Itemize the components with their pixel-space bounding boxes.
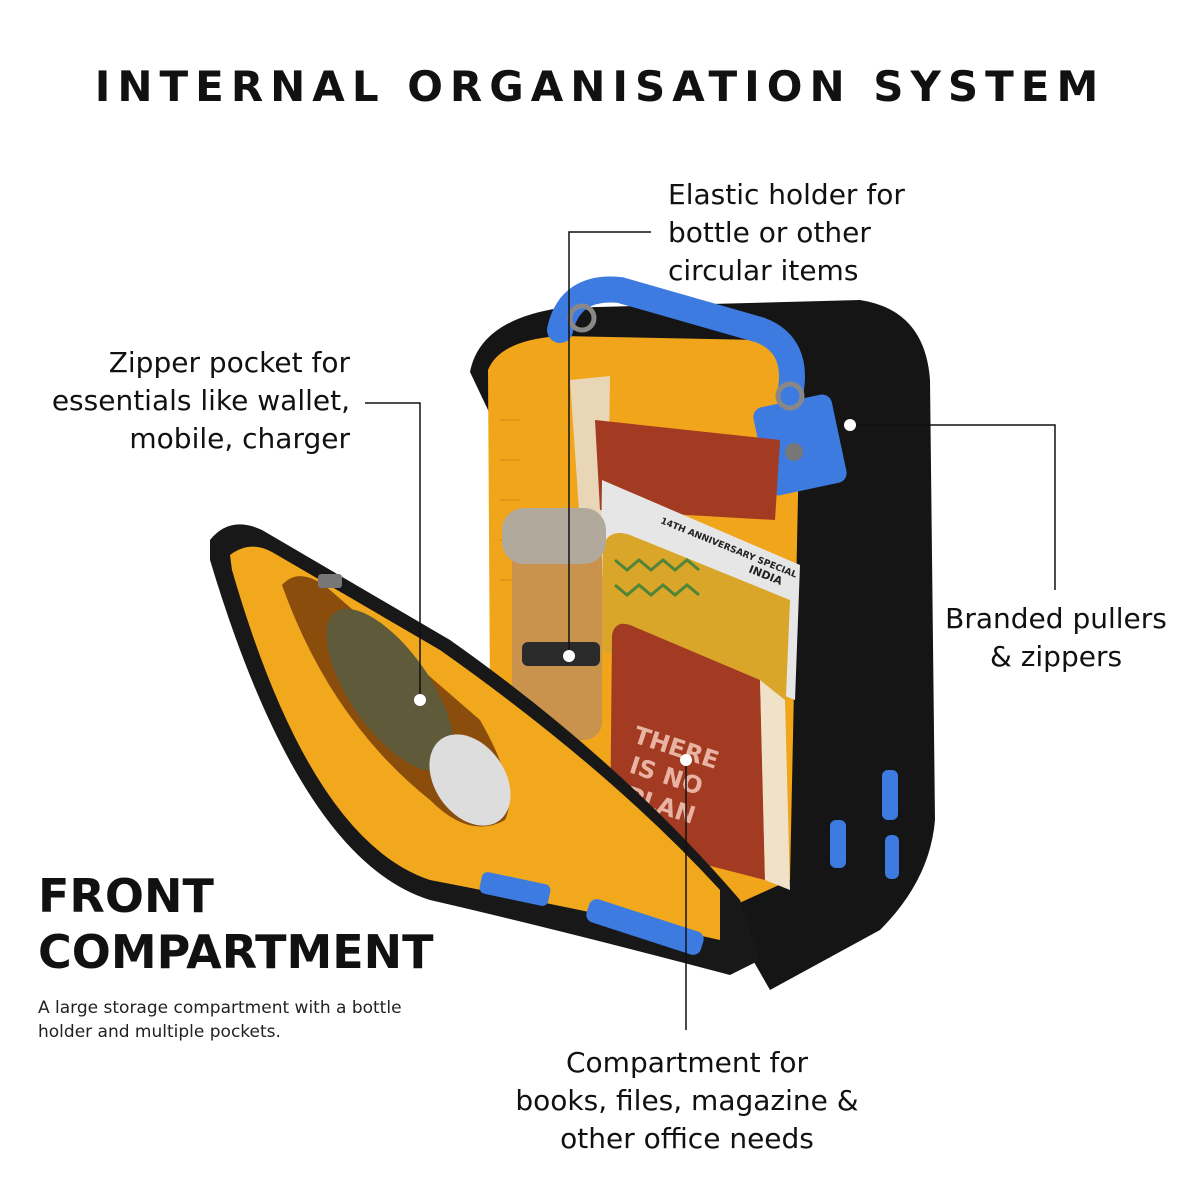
callout-line: other office needs <box>560 1122 814 1155</box>
handle-rivet <box>785 443 803 461</box>
leader-dot-books <box>680 754 692 766</box>
callout-line: Branded pullers <box>945 602 1167 635</box>
leader-dots <box>414 419 856 766</box>
leader-lines <box>365 231 1056 1030</box>
notebook-pattern <box>614 558 700 597</box>
page-title: INTERNAL ORGANISATION SYSTEM <box>94 62 1106 111</box>
callout-line: Elastic holder for <box>668 178 905 211</box>
leader-dot-pullers <box>844 419 856 431</box>
elastic-strap <box>522 642 600 666</box>
callout-line: essentials like wallet, <box>51 384 350 417</box>
leader-pullers <box>850 424 1056 590</box>
red-book-pages <box>760 680 790 890</box>
callout-line: books, files, magazine & <box>515 1084 859 1117</box>
section-heading: FRONT COMPARTMENT <box>38 868 434 980</box>
front-blue-tab-2 <box>586 899 704 955</box>
callout-line: circular items <box>668 254 859 287</box>
leader-dot-zipper <box>414 694 426 706</box>
section-description-line: A large storage compartment with a bottl… <box>38 998 402 1018</box>
callout-branded-pullers: Branded pullers & zippers <box>930 600 1182 676</box>
pocket-zipper-pull <box>318 574 342 588</box>
section-heading-line: FRONT <box>38 869 214 923</box>
leader-zipper <box>365 402 421 700</box>
handle-ring-right <box>775 381 805 411</box>
side-zipper-puller-3 <box>885 835 899 879</box>
callout-line: Zipper pocket for <box>108 346 350 379</box>
section-heading-line: COMPARTMENT <box>38 925 434 979</box>
callout-line: bottle or other <box>668 216 871 249</box>
front-blue-tab-1 <box>479 872 551 906</box>
olive-pouch <box>326 608 454 772</box>
handle-ring-left <box>567 303 597 333</box>
red-binder <box>595 420 780 520</box>
callout-zipper-pocket: Zipper pocket for essentials like wallet… <box>20 344 350 458</box>
top-handle <box>547 276 805 408</box>
section-description: A large storage compartment with a bottl… <box>38 996 478 1044</box>
callout-books-compartment: Compartment for books, files, magazine &… <box>480 1044 894 1158</box>
callout-line: Compartment for <box>565 1046 808 1079</box>
side-zipper-puller-1 <box>882 770 898 820</box>
section-description-line: holder and multiple pockets. <box>38 1022 281 1042</box>
bottle <box>512 510 602 740</box>
patterned-item <box>429 734 511 826</box>
leader-elastic <box>568 231 651 656</box>
callout-line: mobile, charger <box>129 422 350 455</box>
callout-elastic-holder: Elastic holder for bottle or other circu… <box>668 176 905 290</box>
callout-line: & zippers <box>989 640 1123 673</box>
bottle-cap <box>502 508 606 564</box>
side-zipper-puller-2 <box>830 820 846 868</box>
leader-dot-elastic <box>563 650 575 662</box>
